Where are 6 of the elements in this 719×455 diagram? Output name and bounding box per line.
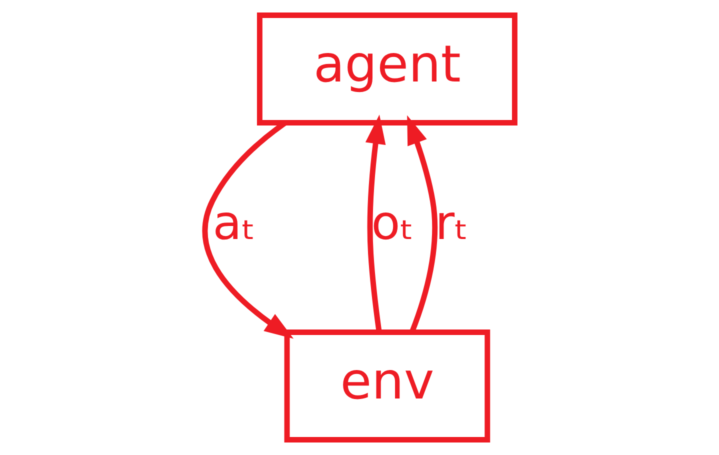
node-box: agent [256, 12, 518, 126]
arrow [365, 114, 386, 332]
edge-label: aₜ [212, 196, 256, 251]
edge-label: rₜ [435, 196, 469, 251]
node-box: env [284, 330, 490, 442]
edge-label: oₜ [371, 196, 414, 251]
